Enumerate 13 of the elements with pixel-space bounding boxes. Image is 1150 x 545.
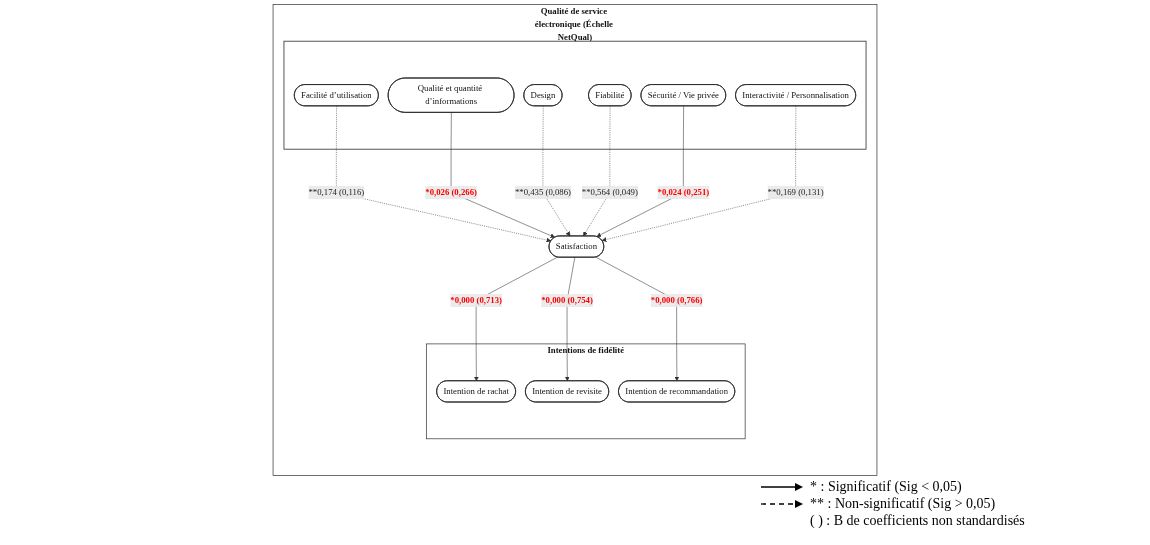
edge-label: **0,169 (0,131) bbox=[767, 187, 824, 197]
edge-label: *0,000 (0,766) bbox=[650, 295, 703, 305]
note-text: ( ) : B de coefficients non standardisés bbox=[810, 513, 1025, 529]
legend-text: ** : Non-significatif (Sig > 0,05) bbox=[810, 496, 996, 512]
edge-label: **0,174 (0,116) bbox=[308, 187, 365, 197]
legend-text: * : Significatif (Sig < 0,05) bbox=[810, 479, 962, 495]
edge-label: *0,000 (0,713) bbox=[450, 295, 502, 305]
edge-label: **0,564 (0,049) bbox=[581, 187, 638, 197]
edge-label: *0,000 (0,754) bbox=[541, 295, 593, 305]
edge-label: *0,026 (0,266) bbox=[425, 187, 477, 197]
edge-label: **0,435 (0,086) bbox=[514, 187, 571, 197]
edge-label: *0,024 (0,251) bbox=[657, 187, 710, 197]
cluster bbox=[283, 40, 867, 150]
